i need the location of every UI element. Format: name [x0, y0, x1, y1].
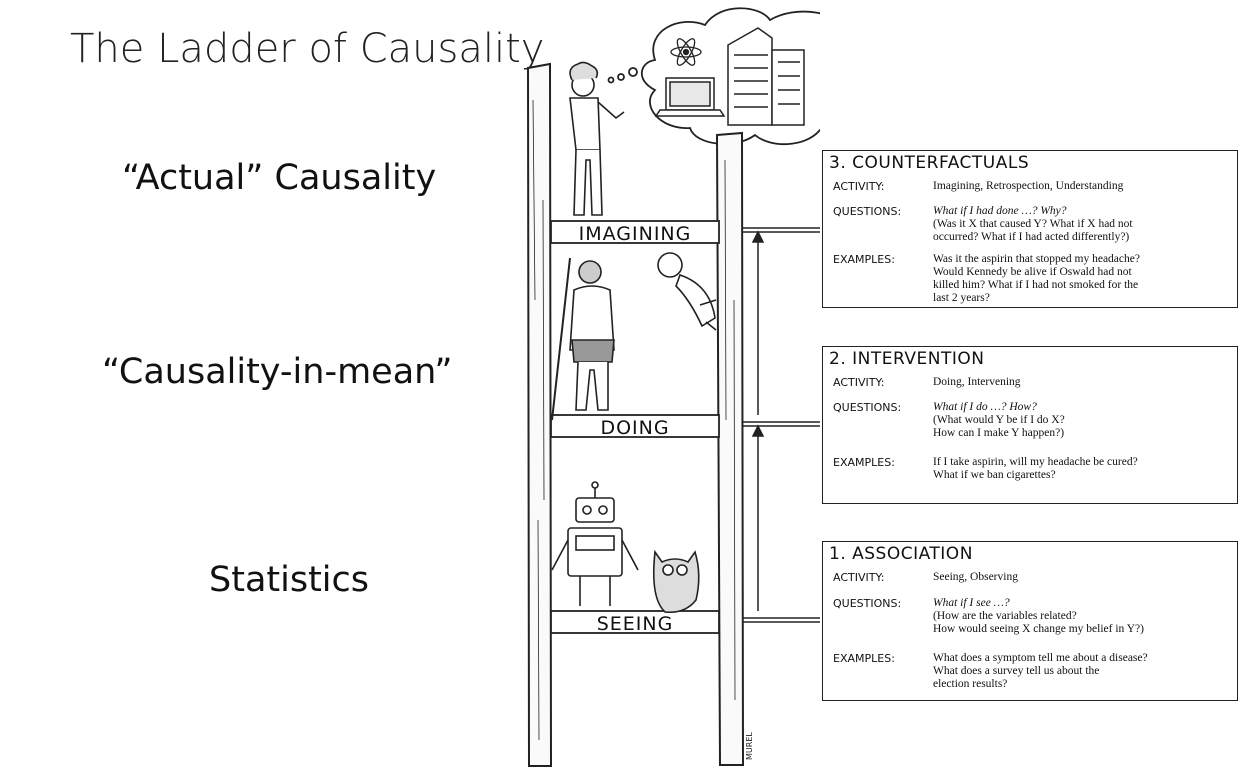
examples-key: EXAMPLES:	[833, 652, 895, 665]
questions-italic: What if I do …? How?	[933, 401, 1037, 413]
activity-key: ACTIVITY:	[833, 180, 885, 193]
questions-text: (What would Y be if I do X? How can I ma…	[933, 414, 1065, 439]
examples-value: What does a symptom tell me about a dise…	[933, 652, 1148, 690]
ladder-poles	[526, 62, 745, 767]
box-intervention: 2. INTERVENTION ACTIVITY: Doing, Interve…	[822, 346, 1238, 504]
box-connectors	[742, 227, 820, 623]
robot-figure	[551, 481, 639, 606]
level-arrows	[751, 230, 765, 611]
rung-label-seeing: SEEING	[597, 613, 674, 635]
box-title: 1. ASSOCIATION	[829, 544, 973, 564]
label-statistics: Statistics	[209, 560, 369, 600]
page-title: The Ladder of Causality	[70, 26, 545, 72]
examples-key: EXAMPLES:	[833, 456, 895, 469]
buildings-icon	[727, 27, 805, 126]
activity-value: Seeing, Observing	[933, 571, 1018, 583]
laptop-icon	[654, 77, 726, 117]
rung-label-doing: DOING	[600, 417, 669, 439]
label-actual-causality: “Actual” Causality	[122, 158, 437, 198]
label-causality-in-mean: “Causality-in-mean”	[102, 352, 453, 392]
atom-icon	[670, 38, 702, 66]
questions-italic: What if I had done …? Why?	[933, 205, 1067, 217]
caveman-figure	[551, 257, 615, 421]
box-title: 3. COUNTERFACTUALS	[829, 153, 1030, 173]
activity-value: Imagining, Retrospection, Understanding	[933, 180, 1124, 192]
questions-value: What if I see …?(How are the variables r…	[933, 597, 1233, 636]
baby-figure	[657, 252, 717, 331]
questions-key: QUESTIONS:	[833, 401, 902, 414]
ladder-illustration: IMAGINING DOING SEEING	[526, 7, 820, 767]
questions-italic: What if I see …?	[933, 597, 1010, 609]
owl-figure	[652, 549, 700, 614]
rung-label-imagining: IMAGINING	[579, 223, 692, 245]
ladder-rungs	[550, 220, 720, 634]
activity-value: Doing, Intervening	[933, 376, 1021, 388]
box-association: 1. ASSOCIATION ACTIVITY: Seeing, Observi…	[822, 541, 1238, 701]
questions-key: QUESTIONS:	[833, 597, 902, 610]
box-title: 2. INTERVENTION	[829, 349, 985, 369]
questions-value: What if I had done …? Why?(Was it X that…	[933, 205, 1233, 244]
examples-value: If I take aspirin, will my headache be c…	[933, 456, 1138, 481]
thinker-figure	[569, 61, 625, 216]
activity-key: ACTIVITY:	[833, 376, 885, 389]
activity-key: ACTIVITY:	[833, 571, 885, 584]
box-counterfactuals: 3. COUNTERFACTUALS ACTIVITY: Imagining, …	[822, 150, 1238, 308]
illustrator-signature: MUREL	[745, 732, 754, 760]
questions-value: What if I do …? How?(What would Y be if …	[933, 401, 1233, 440]
questions-text: (How are the variables related? How woul…	[933, 610, 1144, 635]
questions-text: (Was it X that caused Y? What if X had n…	[933, 218, 1133, 243]
examples-key: EXAMPLES:	[833, 253, 895, 266]
examples-value: Was it the aspirin that stopped my heada…	[933, 253, 1140, 304]
questions-key: QUESTIONS:	[833, 205, 902, 218]
